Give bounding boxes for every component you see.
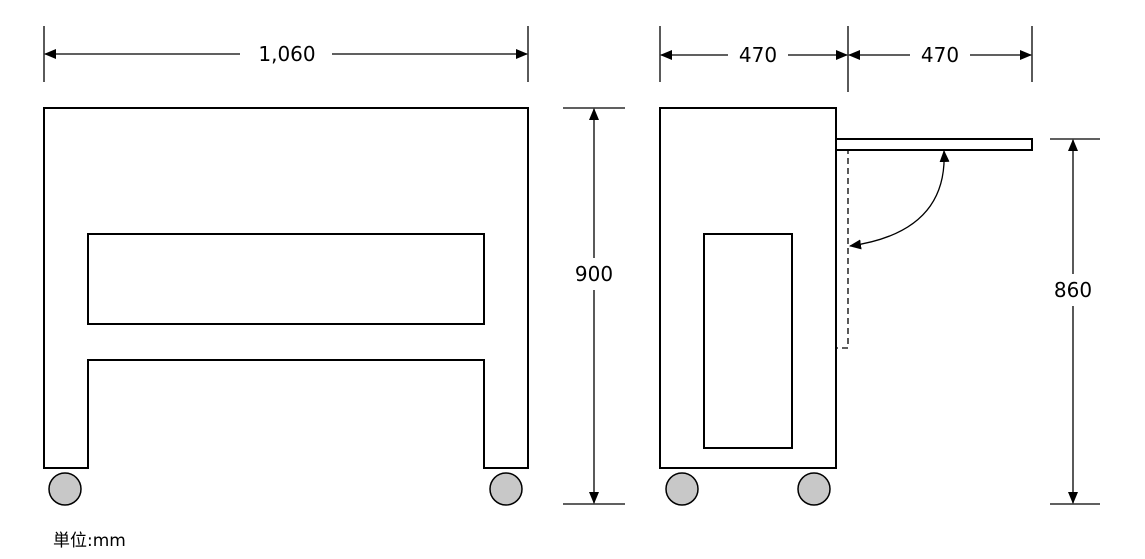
unit-label: 単位:mm: [53, 531, 126, 551]
side-panel-opening: [703, 233, 793, 449]
side-right-wheel: [797, 472, 831, 506]
front-view: [43, 107, 529, 506]
shelf-height-dimension: 860: [1050, 138, 1100, 505]
side-view: [659, 107, 1033, 506]
extended-shelf: [835, 138, 1033, 151]
front-height-dimension: 900: [563, 107, 625, 505]
shelf-extension-label-bg: [910, 41, 970, 69]
folded-shelf-dashed: [836, 149, 849, 349]
shelf-extension-dimension: 470: [848, 26, 1033, 82]
front-left-wheel: [48, 472, 82, 506]
front-drawer-opening: [87, 233, 485, 325]
side-cabinet-outline: [659, 107, 837, 469]
front-width-dimension: 1,060: [43, 26, 529, 82]
side-depth-dimension: 470: [659, 26, 849, 92]
side-left-wheel: [665, 472, 699, 506]
shelf-rotation-arrow: [849, 150, 950, 250]
shelf-height-label: 860: [1054, 278, 1092, 302]
front-width-label: 1,060: [258, 42, 315, 66]
shelf-height-label-bg: [1051, 274, 1095, 306]
front-width-label-bg: [240, 40, 332, 68]
side-depth-label: 470: [739, 43, 777, 67]
front-cabinet-outline: [43, 107, 529, 469]
front-height-label: 900: [575, 262, 613, 286]
side-depth-label-bg: [728, 41, 788, 69]
front-right-wheel: [489, 472, 523, 506]
shelf-extension-label: 470: [921, 43, 959, 67]
front-height-label-bg: [572, 258, 616, 290]
